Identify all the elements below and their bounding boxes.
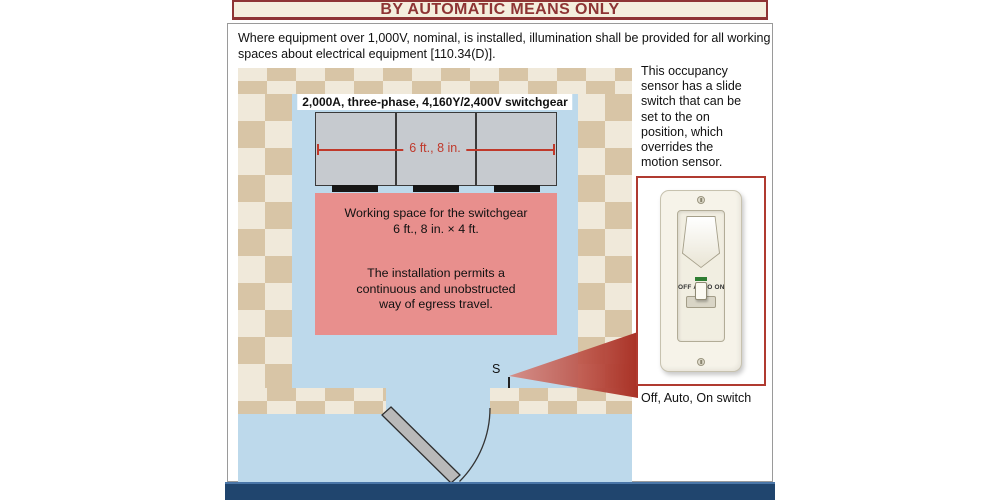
egress-line: continuous and unobstructed [356, 281, 516, 296]
beam-wedge [509, 332, 638, 398]
wall-bottom-left [238, 388, 386, 414]
motion-lens-face [683, 217, 719, 267]
door-swing-arc [459, 407, 491, 482]
screw-icon [697, 358, 705, 366]
sensor-location-tick [508, 377, 510, 388]
egress-line: The installation permits a [367, 266, 505, 280]
working-space-line: Working space for the switchgear [344, 206, 528, 220]
working-space-area [315, 193, 557, 335]
dimension-tick [553, 144, 555, 155]
wall-top [238, 68, 632, 94]
banner-title: BY AUTOMATIC MEANS ONLY [380, 1, 620, 18]
dimension-label: 6 ft., 8 in. [403, 141, 467, 155]
working-space-text: Working space for the switchgear 6 ft., … [315, 206, 557, 237]
footer-bar [225, 482, 775, 500]
occupancy-sensor-inset: OFF AUTO ON [636, 176, 766, 386]
sensor-location-marker: S [492, 362, 501, 376]
inset-caption: Off, Auto, On switch [641, 391, 752, 405]
hallway-floor [238, 414, 632, 482]
doorway-floor [386, 388, 490, 414]
led-indicator [695, 277, 707, 281]
door-leaf [381, 406, 461, 484]
code-rule-text: Where equipment over 1,000V, nominal, is… [238, 31, 771, 61]
sensor-device: OFF AUTO ON [677, 210, 725, 342]
screw-icon [697, 196, 705, 204]
switchgear-foot [494, 185, 540, 192]
motion-lens-icon [682, 216, 720, 268]
callout-beam [509, 326, 638, 402]
sensor-wall-plate: OFF AUTO ON [660, 190, 742, 372]
egress-line: way of egress travel. [379, 297, 493, 311]
slide-switch-knob [695, 282, 707, 300]
egress-text: The installation permits a continuous an… [315, 266, 557, 313]
switchgear-label: 2,000A, three-phase, 4,160Y/2,400V switc… [297, 94, 573, 110]
dimension-tick [317, 144, 319, 155]
switchgear-foot [332, 185, 378, 192]
slide-switch-track [686, 282, 716, 308]
switchgear-foot [413, 185, 459, 192]
callout-description: This occupancy sensor has a slide switch… [641, 64, 742, 170]
wall-left [238, 94, 292, 388]
door-graphic [238, 388, 632, 484]
title-banner: BY AUTOMATIC MEANS ONLY [232, 0, 768, 20]
working-space-line: 6 ft., 8 in. × 4 ft. [393, 221, 479, 236]
